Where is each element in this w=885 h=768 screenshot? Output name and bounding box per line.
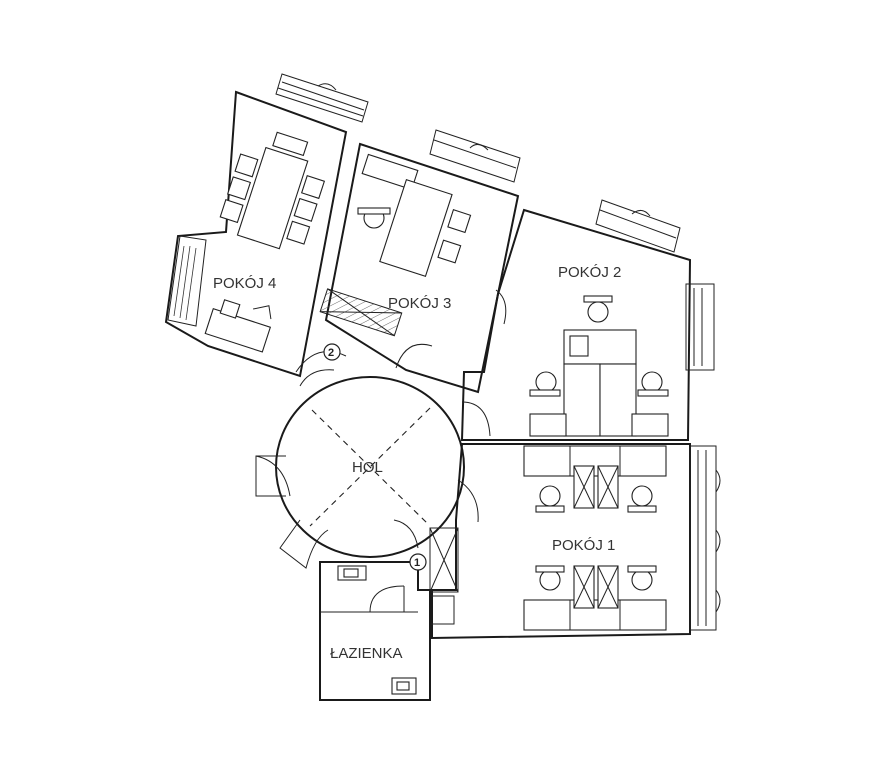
chairs-room-2: [529, 295, 669, 397]
label-bathroom: ŁAZIENKA: [330, 645, 403, 662]
desk-row-room-1-bottom: [523, 565, 667, 631]
desk-room-3: [379, 179, 472, 278]
desk-group-room-4: [219, 131, 326, 250]
svg-text:1: 1: [414, 557, 420, 569]
room-1: [431, 443, 721, 640]
hall: [255, 369, 465, 569]
door-room-3: [395, 343, 433, 369]
label-room-1: POKÓJ 1: [552, 537, 615, 554]
svg-text:2: 2: [328, 347, 334, 359]
desk-row-room-1-top: [523, 445, 667, 513]
room-4: [164, 73, 369, 378]
entry-closet: [429, 527, 459, 625]
label-room-3: POKÓJ 3: [388, 295, 451, 312]
window-room-2-top: [595, 199, 681, 253]
door-hall-left: [255, 455, 286, 497]
window-room-1-right: [689, 445, 721, 631]
window-room-4-top: [275, 73, 369, 123]
window-room-2-right: [685, 283, 715, 371]
desk-group-room-2: [529, 329, 669, 437]
door-room-2: [461, 401, 491, 437]
door-hall-top: [299, 369, 335, 387]
door-room-4: [295, 351, 347, 373]
door-hall-bottom-left: [279, 519, 329, 569]
label-room-4: POKÓJ 4: [213, 275, 276, 292]
chair-room-3: [357, 207, 391, 229]
shelf-room-3: [361, 153, 419, 191]
window-room-3-top: [429, 129, 521, 183]
room-2: [460, 199, 715, 441]
label-room-2: POKÓJ 2: [558, 264, 621, 281]
marker-2: 2: [323, 343, 341, 361]
room-3: [319, 129, 521, 394]
desk-room-4-bottom: [204, 299, 272, 353]
marker-1: 1: [409, 553, 427, 571]
label-hall: HOL: [352, 459, 383, 476]
door-hall-bottom-right: [393, 519, 419, 549]
cabinet-room-3: [319, 288, 403, 337]
door-room-1: [457, 479, 479, 523]
window-room-4-left: [167, 235, 207, 327]
bathroom: [319, 561, 431, 701]
door-bathroom: [369, 585, 405, 613]
